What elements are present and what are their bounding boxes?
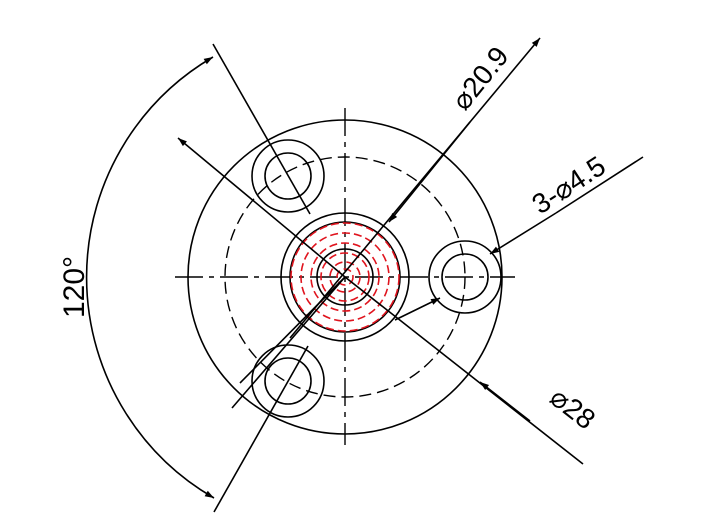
bolt-hole-outer-bottom [251, 344, 325, 418]
bolt-circle [224, 156, 466, 398]
red-circle-6 [336, 268, 354, 286]
hidden-thread-circles [290, 222, 400, 332]
bore-circle [316, 248, 374, 306]
hub-inner-circle [289, 221, 401, 333]
red-circle-2 [300, 232, 390, 322]
radial-line-bottom-hole-2 [239, 276, 346, 384]
extension-line-upper [212, 43, 311, 215]
leader-holes-inner [394, 297, 441, 321]
part-outline [187, 119, 503, 435]
bolt-hole-outer-top [251, 139, 325, 213]
angle-arc-120 [85, 56, 215, 499]
outer-flange-circle [187, 119, 503, 435]
bolt-hole-inner-top [264, 152, 312, 200]
red-circle-3 [310, 242, 380, 312]
red-circle-1 [290, 222, 400, 332]
red-circle-4 [320, 252, 370, 302]
leader-dia-20-9 [289, 37, 541, 339]
bolt-hole-inner-bottom [264, 357, 312, 405]
bolt-hole-inner-right [441, 253, 489, 301]
angle-label: 120° [58, 256, 91, 318]
dia-20-9-label: ⌀20.9 [446, 41, 515, 116]
leader-holes-shelf [555, 156, 644, 214]
dia-28-label: ⌀28 [544, 381, 601, 435]
leader-dia-28-arrow [479, 381, 531, 422]
hub-circle [280, 212, 410, 342]
radial-line-bottom-hole [231, 276, 346, 409]
dimension-lines [85, 37, 644, 513]
bolt-hole-outer-right [428, 240, 502, 314]
red-circle-5 [329, 261, 361, 293]
leader-holes [489, 212, 557, 255]
leader-dia-28 [344, 276, 584, 465]
leader-dia-20-9-arrow [388, 121, 471, 223]
extension-line-lower [213, 345, 309, 513]
